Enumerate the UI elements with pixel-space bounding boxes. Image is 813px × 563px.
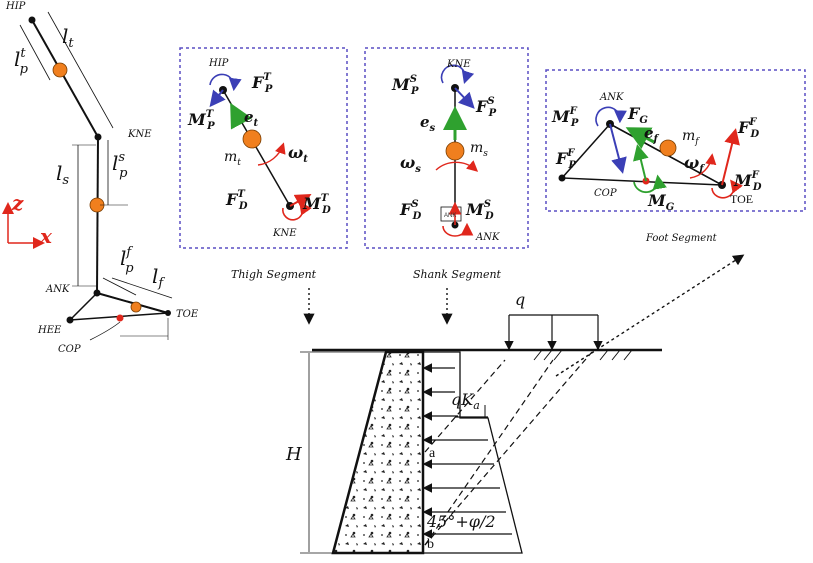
label-toe: TOE	[176, 309, 199, 320]
thigh-segment-box	[179, 47, 348, 249]
foot-caption: Foot Segment	[645, 233, 718, 244]
shank-omega-s: ωs	[400, 153, 421, 175]
shank-label-kne: KNE	[446, 59, 471, 70]
thigh-m-t: mt	[224, 149, 241, 168]
thigh-e-t: et	[244, 108, 259, 129]
heel-point	[66, 316, 74, 324]
axis-z-label: z	[11, 191, 24, 215]
thigh-segment	[209, 73, 312, 221]
label-hee: HEE	[37, 325, 62, 336]
wall-angle-label: 45°+φ/2	[426, 512, 496, 531]
shank-label-ank: ANK	[475, 232, 500, 243]
label-ank: ANK	[45, 284, 70, 295]
wall-H-label: H	[285, 444, 302, 465]
dotted-arrows	[303, 254, 745, 377]
foot-M-G: MG	[647, 191, 675, 213]
cop-point	[116, 314, 124, 322]
knee-joint	[94, 133, 102, 141]
shank-e-s: es	[420, 113, 436, 134]
foot-segment	[558, 106, 743, 199]
wall-body	[331, 350, 425, 555]
leg-skeleton	[19, 11, 173, 341]
wall-qka-label: qKa	[451, 390, 480, 412]
foot-label-toe: TOE	[730, 192, 753, 206]
shank-segment-box	[364, 47, 529, 249]
shank-caption: Shank Segment	[413, 268, 502, 281]
thigh-length-line	[47, 11, 114, 129]
foot-segment-box	[545, 69, 806, 212]
axes	[1, 202, 45, 249]
foot-e-f: ef	[644, 124, 660, 145]
foot-F-G: FG	[627, 104, 648, 126]
label-cop: COP	[58, 344, 81, 355]
wall-a-label: a	[429, 446, 436, 461]
toe-point	[165, 310, 171, 316]
thigh-mass	[52, 62, 68, 78]
shank-ank-box-label: ANK	[444, 213, 456, 219]
wall-b-label: b	[427, 537, 434, 552]
axis-x-label: x	[39, 224, 53, 248]
label-ls: ls	[56, 161, 69, 188]
pressure-diagram	[422, 351, 523, 554]
label-hip: HIP	[5, 1, 26, 12]
foot-label-cop: COP	[594, 188, 617, 199]
hip-joint	[28, 16, 36, 24]
label-kne: KNE	[127, 129, 152, 140]
foot-mass	[130, 301, 142, 313]
thigh-label-hip: HIP	[208, 58, 229, 69]
retaining-wall	[300, 314, 662, 555]
ankle-joint	[93, 289, 101, 297]
foot-omega-f: ωf	[684, 153, 705, 175]
shank-m-s: ms	[470, 140, 488, 159]
label-lf: lf	[152, 264, 165, 291]
foot-m-f: mf	[682, 128, 700, 147]
thigh-label-kne: KNE	[272, 228, 297, 239]
foot-label-ank: ANK	[599, 92, 624, 103]
wall-q-label: q	[515, 290, 525, 309]
thigh-caption: Thigh Segment	[231, 268, 317, 281]
shank-segment	[435, 64, 479, 237]
label-lt: lt	[62, 24, 74, 51]
thigh-omega-t: ωt	[288, 143, 308, 165]
